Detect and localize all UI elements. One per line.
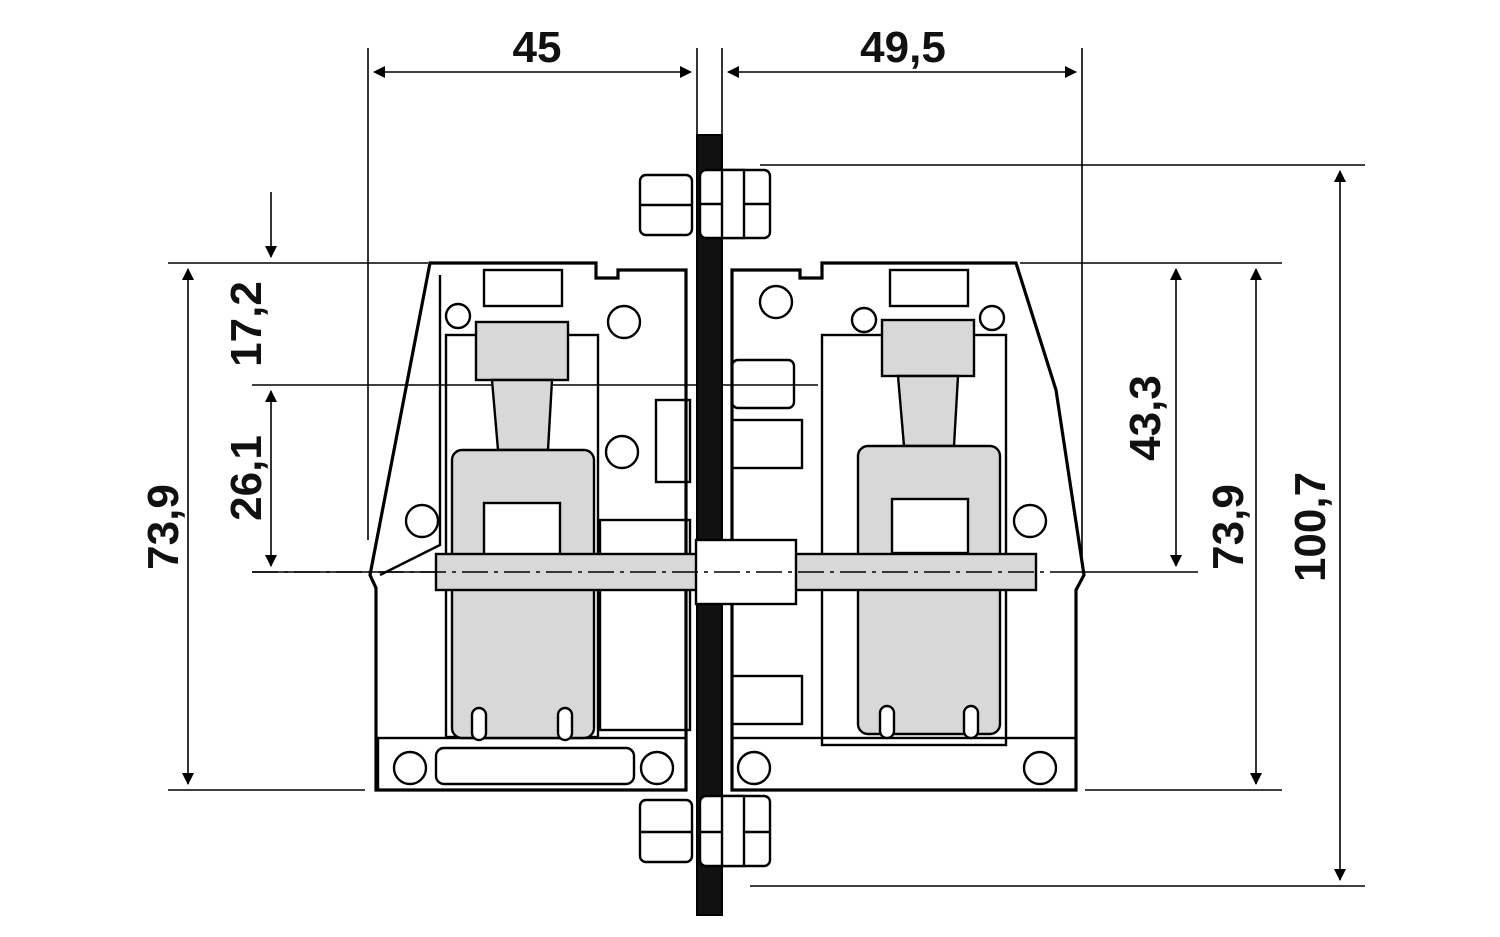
right-clamp-neck	[896, 374, 960, 448]
dim-label-26-1: 26,1	[222, 435, 271, 521]
left-screw-hole	[392, 750, 428, 786]
dim-label-17-2: 17,2	[222, 281, 271, 367]
right-screw-hole	[1012, 503, 1048, 539]
left-screw-hole	[444, 302, 472, 330]
dimension-right-overall: 100,7	[750, 164, 1365, 887]
right-housing	[730, 261, 1086, 792]
dim-label-100-7: 100,7	[1286, 472, 1335, 582]
dimension-top-left: 45	[367, 23, 698, 540]
right-inner-block	[730, 674, 804, 726]
left-housing-outline	[368, 261, 688, 792]
dim-label-45: 45	[513, 23, 562, 72]
dimension-left-total: 73,9	[139, 262, 428, 791]
left-screw-hole	[606, 304, 642, 340]
wall-panel	[696, 134, 723, 916]
dimension-left-middle: 26,1	[222, 390, 440, 573]
left-clamp-head	[474, 320, 570, 382]
right-screw-hole	[850, 306, 878, 334]
right-inner-block	[730, 358, 796, 410]
dim-label-73-9-left: 73,9	[139, 484, 188, 570]
dim-label-49-5: 49,5	[860, 23, 946, 72]
dim-label-73-9-right: 73,9	[1204, 484, 1253, 570]
top-bolt	[638, 168, 772, 240]
left-top-slot	[482, 268, 564, 308]
left-screw-hole	[404, 503, 440, 539]
right-clamp-head	[880, 318, 976, 378]
right-screw-hole	[736, 750, 772, 786]
top-washer	[720, 168, 746, 240]
dim-label-43-3: 43,3	[1121, 375, 1170, 461]
right-inner-block	[730, 418, 804, 470]
left-inner-block	[654, 398, 692, 484]
through-rod	[252, 538, 1050, 606]
right-screw-hole	[758, 284, 794, 320]
right-clamp-foot	[962, 704, 980, 740]
dimension-right-inner: 43,3	[1020, 262, 1282, 573]
dimension-top-right: 49,5	[721, 23, 1083, 560]
left-housing	[368, 261, 692, 792]
right-clamp-foot	[878, 704, 896, 740]
bottom-bolt	[638, 794, 772, 868]
left-clamp-body	[450, 448, 596, 740]
left-clamp-foot	[556, 706, 574, 742]
bottom-washer	[720, 794, 746, 868]
left-clamp-window	[482, 501, 562, 559]
right-clamp-window	[890, 497, 970, 555]
right-base-rail	[730, 736, 1078, 792]
left-screw-hole	[639, 750, 675, 786]
dimension-right-total: 73,9	[1085, 268, 1282, 791]
mounting-wall	[696, 134, 723, 916]
left-base-slot	[434, 746, 636, 786]
right-top-slot	[888, 268, 970, 308]
left-screw-hole	[604, 434, 640, 470]
right-screw-hole	[978, 304, 1006, 332]
left-inner-block	[598, 518, 692, 732]
left-clamp-foot	[470, 706, 488, 742]
right-screw-hole	[1022, 750, 1058, 786]
left-clamp-neck	[490, 378, 554, 452]
